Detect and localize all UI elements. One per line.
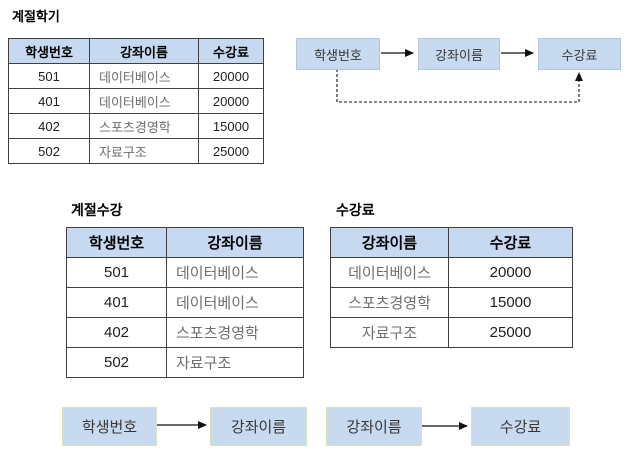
table-title-fee: 수강료 [336,202,375,218]
table-cell: 자료구조 [330,317,449,348]
column-header-course-name: 강좌이름 [330,227,449,258]
table-cell: 20000 [198,88,264,114]
column-header-student-no: 학생번호 [8,38,90,64]
fd-node-fee: 수강료 [538,38,621,70]
table-row: 501 데이터베이스 [66,257,304,288]
column-header-student-no: 학생번호 [66,227,167,258]
semester-table: 학생번호 강좌이름 수강료 501 데이터베이스 20000 401 데이터베이… [8,38,264,164]
table-title-semester: 계절학기 [12,9,60,24]
table-cell: 502 [8,138,90,164]
table-row: 스포츠경영학 15000 [330,287,573,318]
table-cell: 스포츠경영학 [330,287,449,318]
table-cell: 401 [66,287,167,318]
table-cell: 25000 [198,138,264,164]
table-row: 401 데이터베이스 [66,287,304,318]
column-header-course-name: 강좌이름 [89,38,199,64]
transitive-dependency-dashed-arrow [336,69,583,103]
table-cell: 데이터베이스 [166,287,304,318]
fd-node-course-name-bottom-right: 강좌이름 [326,407,422,446]
header-row: 강좌이름 수강료 [330,227,573,258]
table-cell: 25000 [448,317,573,348]
table-cell: 401 [8,88,90,114]
table-cell: 20000 [448,257,573,288]
fd-node-course-name: 강좌이름 [418,38,500,70]
table-cell: 데이터베이스 [166,257,304,288]
table-cell: 자료구조 [166,347,304,378]
table-row: 502 자료구조 25000 [8,138,264,164]
table-cell: 15000 [198,113,264,139]
table-cell: 402 [8,113,90,139]
table-row: 402 스포츠경영학 [66,317,304,348]
column-header-course-name: 강좌이름 [166,227,304,258]
table-row: 502 자료구조 [66,347,304,378]
table-row: 501 데이터베이스 20000 [8,63,264,89]
table-cell: 자료구조 [89,138,199,164]
table-cell: 데이터베이스 [89,63,199,89]
table-cell: 501 [8,63,90,89]
table-row: 데이터베이스 20000 [330,257,573,288]
column-header-fee: 수강료 [198,38,264,64]
table-cell: 15000 [448,287,573,318]
table-cell: 스포츠경영학 [89,113,199,139]
table-cell: 501 [66,257,167,288]
table-cell: 502 [66,347,167,378]
fee-table: 강좌이름 수강료 데이터베이스 20000 스포츠경영학 15000 자료구조 … [330,227,573,348]
table-row: 401 데이터베이스 20000 [8,88,264,114]
table-cell: 데이터베이스 [330,257,449,288]
table-cell: 402 [66,317,167,348]
fd-node-student-no-bottom: 학생번호 [62,407,157,446]
table-row: 자료구조 25000 [330,317,573,348]
table-cell: 20000 [198,63,264,89]
header-row: 학생번호 강좌이름 [66,227,304,258]
table-cell: 스포츠경영학 [166,317,304,348]
header-row: 학생번호 강좌이름 수강료 [8,38,264,64]
fd-node-fee-bottom: 수강료 [471,407,570,446]
table-row: 402 스포츠경영학 15000 [8,113,264,139]
table-cell: 데이터베이스 [89,88,199,114]
season-course-table: 학생번호 강좌이름 501 데이터베이스 401 데이터베이스 402 스포츠경… [66,227,304,378]
column-header-fee: 수강료 [448,227,573,258]
fd-node-course-name-bottom-left: 강좌이름 [210,407,307,446]
table-title-season-course: 계절수강 [71,202,123,218]
fd-node-student-no: 학생번호 [296,38,380,70]
